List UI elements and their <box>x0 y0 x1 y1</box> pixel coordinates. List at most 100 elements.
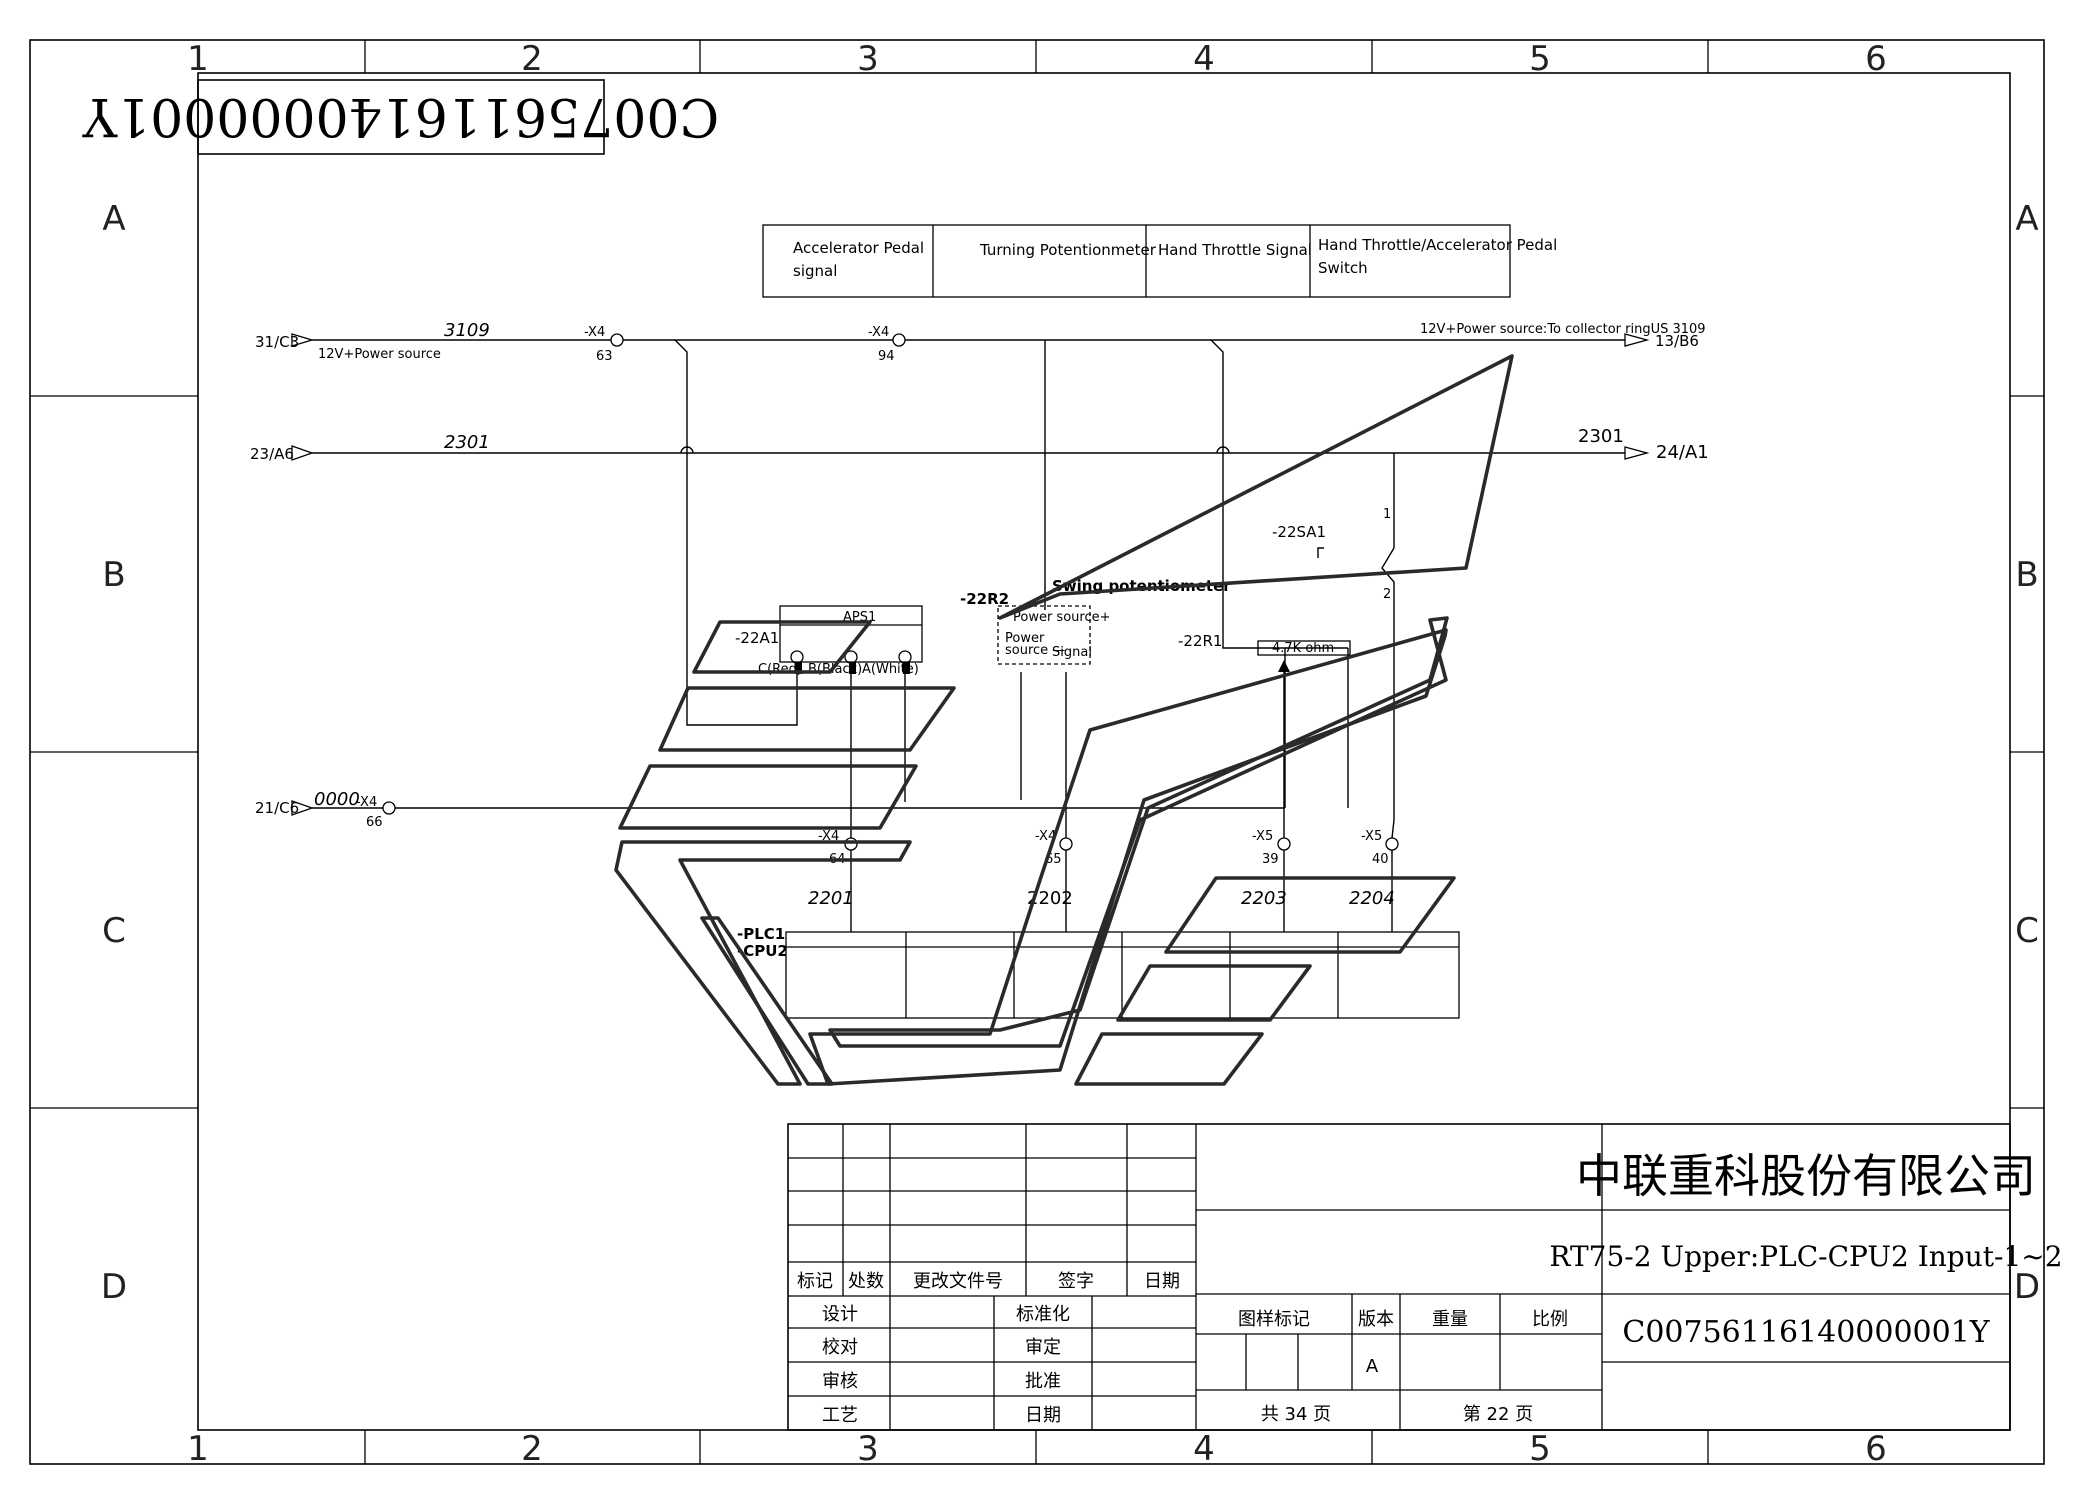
grid-column-labels-top: 1 2 3 4 5 6 <box>187 39 1887 79</box>
mid-label: 审定 <box>1025 1337 1061 1358</box>
col-label: 3 <box>857 1429 879 1469</box>
power-in-ref: 31/C3 <box>255 333 299 351</box>
x4-94-pin: 94 <box>878 349 895 364</box>
sa1-pin1: 1 <box>1383 507 1391 522</box>
branches <box>674 339 1395 839</box>
col-label: 5 <box>1529 39 1551 79</box>
terminals: -X4 64 -X4 65 -X5 39 -X5 40 2201 2202 22… <box>808 829 1399 932</box>
flipped-number: C00756116140000001Y <box>82 86 719 146</box>
col-label: 6 <box>1865 39 1887 79</box>
ground-line: 21/C6 0000 -X4 66 <box>255 789 1285 830</box>
row-label: A <box>2015 199 2038 239</box>
wire-number: 2202 <box>1027 888 1073 909</box>
power-out-ref: 13/B6 <box>1655 332 1699 350</box>
arrow-icon <box>291 800 314 816</box>
aps1-component: -22A1 APS1 C(Red) B(Black) A(White) <box>735 605 923 677</box>
aps1-pin-c: C(Red) <box>758 662 802 677</box>
sa1-pin2: 2 <box>1383 587 1391 602</box>
rev-header: 签字 <box>1058 1271 1094 1292</box>
col-label: 1 <box>187 1429 209 1469</box>
left-label: 设计 <box>822 1304 858 1325</box>
svg-text:C00756116140000001Y: C00756116140000001Y <box>82 86 719 146</box>
mid-label: 标准化 <box>1016 1304 1070 1325</box>
power-out-label: 12V+Power source:To collector ringUS 310… <box>1420 322 1706 337</box>
plc-block: -PLC1 -CPU2 <box>737 925 1460 1019</box>
row-label: A <box>102 199 125 239</box>
terminal-pin: 40 <box>1372 852 1389 867</box>
swing-power-plus: Power source+ <box>1013 610 1111 625</box>
inner-frame <box>197 72 2011 1431</box>
terminal-icon <box>1059 837 1073 851</box>
wire-number: 2203 <box>1241 888 1287 909</box>
signal-hand-throttle: Hand Throttle Signal <box>1158 241 1312 259</box>
gnd-wire-number: 0000 <box>314 789 360 810</box>
bus-wire-number-right: 2301 <box>1578 426 1624 447</box>
gnd-in-ref: 21/C6 <box>255 799 299 817</box>
mid-label: 日期 <box>1025 1405 1061 1426</box>
row-label: B <box>102 555 125 595</box>
signal-switch-line1: Hand Throttle/Accelerator Pedal <box>1318 236 1557 254</box>
grid-row-labels-left: A B C D <box>101 199 127 1307</box>
swing-signal: Signal <box>1052 645 1092 660</box>
arrow-icon <box>1624 333 1650 347</box>
col-label: 2 <box>521 39 543 79</box>
col-label: 2 <box>521 1429 543 1469</box>
row-label: C <box>102 911 126 951</box>
x4-94-ref: -X4 <box>868 325 889 340</box>
r1-ref: -22R1 <box>1178 632 1222 650</box>
wire-number: 2201 <box>808 888 854 909</box>
col-label: 1 <box>187 39 209 79</box>
terminal-icon <box>382 801 396 815</box>
page-number: 第 22 页 <box>1463 1404 1533 1425</box>
aps1-ref: -22A1 <box>735 629 779 647</box>
terminal-icon <box>610 333 624 347</box>
flipped-number-box <box>197 79 605 155</box>
version: A <box>1366 1356 1379 1377</box>
switch-22sa1: -22SA1 1 2 <box>1272 507 1395 602</box>
left-label: 审核 <box>822 1371 858 1392</box>
rev-header: 处数 <box>848 1271 884 1292</box>
col-label: 6 <box>1865 1429 1887 1469</box>
x4-66-ref: -X4 <box>356 795 377 810</box>
col-label: 4 <box>1193 39 1215 79</box>
signal-accel-line1: Accelerator Pedal <box>793 239 924 257</box>
sheet-header: 比例 <box>1532 1309 1568 1330</box>
drawing-number: C00756116140000001Y <box>1622 1315 1990 1350</box>
row-label: D <box>101 1267 127 1307</box>
rev-header: 更改文件号 <box>913 1271 1003 1292</box>
left-label: 工艺 <box>822 1405 858 1426</box>
overlay-shapes <box>614 354 1514 1086</box>
resistor-22r1: -22R1 4.7K ohm <box>1178 632 1351 672</box>
total-pages: 共 34 页 <box>1261 1404 1331 1425</box>
drawing-title: RT75-2 Upper:PLC-CPU2 Input-1~2 <box>1549 1240 2062 1273</box>
plc-line1: -PLC1 <box>737 925 785 943</box>
signal-turning: Turning Potentionmeter <box>979 241 1157 259</box>
arrow-icon <box>1624 446 1650 460</box>
terminal-ref: -X4 <box>1035 829 1056 844</box>
swing-power-minus-line1: Power <box>1005 631 1045 646</box>
aps1-pin-a: A(White) <box>862 662 919 677</box>
x4-66-pin: 66 <box>366 815 383 830</box>
x4-63-pin: 63 <box>596 349 613 364</box>
r1-value: 4.7K ohm <box>1272 641 1334 656</box>
bus-wire-number: 2301 <box>444 432 490 453</box>
rev-header: 标记 <box>797 1271 833 1292</box>
col-label: 3 <box>857 39 879 79</box>
arrow-icon <box>291 445 314 461</box>
bus-in-ref: 23/A6 <box>250 445 294 463</box>
company-name: 中联重科股份有限公司 <box>1576 1149 2036 1203</box>
x4-63-ref: -X4 <box>584 325 605 340</box>
left-label: 校对 <box>822 1337 858 1358</box>
terminal-icon <box>1277 837 1291 851</box>
grid-dividers <box>30 40 2044 1464</box>
row-label: D <box>2014 1267 2040 1307</box>
terminal-icon <box>892 333 906 347</box>
bus-line: 23/A6 2301 2301 24/A1 <box>250 426 1709 463</box>
title-block: 标记 处数 更改文件号 签字 日期 设计 校对 审核 工艺 标准化 审定 批准 … <box>787 1123 2063 1431</box>
col-label: 5 <box>1529 1429 1551 1469</box>
power-label: 12V+Power source <box>318 347 441 362</box>
plc-line2: -CPU2 <box>737 942 788 960</box>
terminal-pin: 39 <box>1262 852 1279 867</box>
signal-table: Accelerator Pedal signal Turning Potenti… <box>762 224 1557 298</box>
